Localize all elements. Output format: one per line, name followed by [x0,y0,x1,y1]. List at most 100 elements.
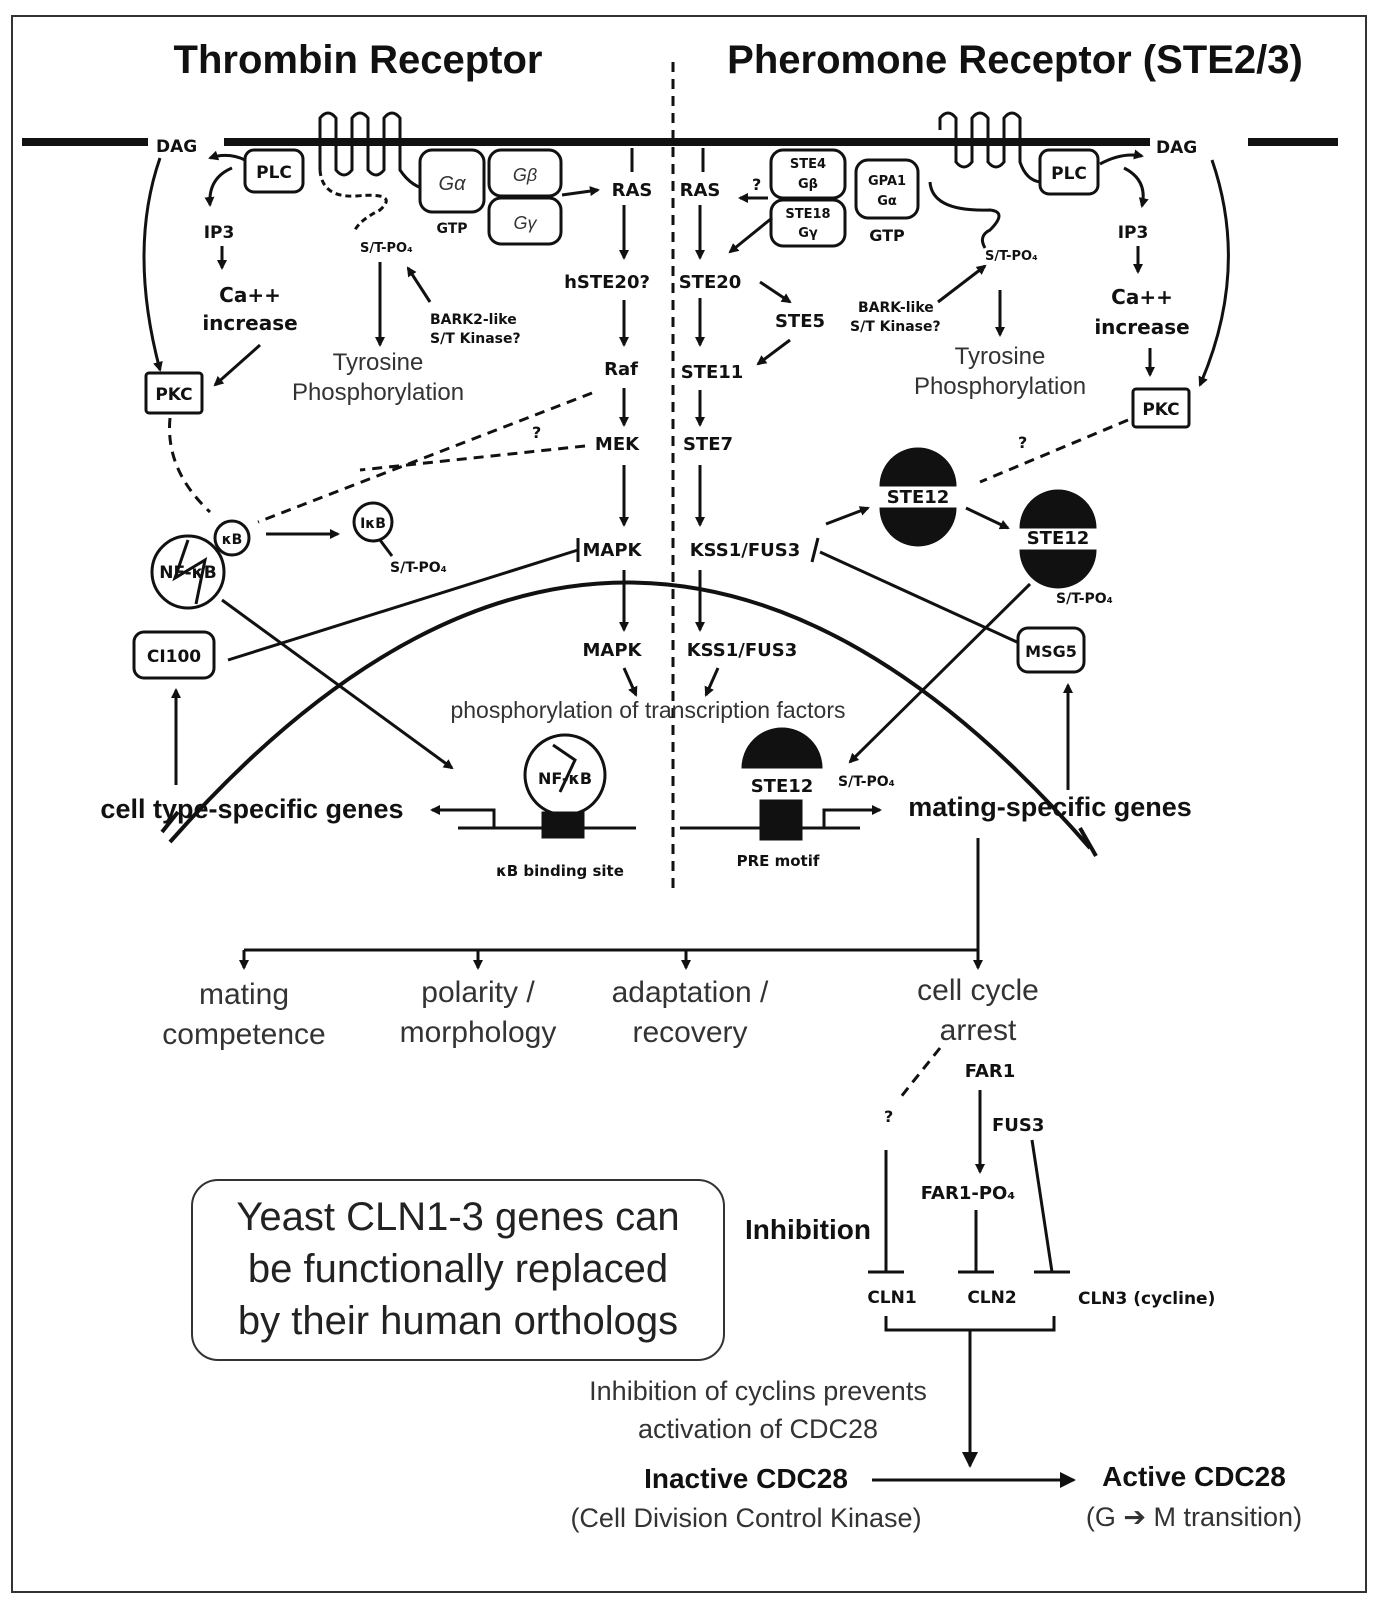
thrombin-receptor-helices [318,111,431,192]
right-msg5: MSG5 [1025,642,1077,661]
left-bark-2: S/T Kinase? [430,331,521,347]
right-stpo: S/T-PO₄ [985,249,1038,264]
left-mek: MEK [595,434,640,455]
left-ikb-free [352,501,394,543]
left-tyrosine: Tyrosine [333,349,424,376]
left-ikb-free-label: IκB [360,516,386,532]
right-gtp: GTP [869,226,905,245]
left-ci100-box [132,630,216,680]
pheromone-receptor-tail [928,181,1001,249]
right-ste12-a-label: STE12 [887,487,950,508]
left-plc: PLC [256,163,292,183]
active-cdc28-sub: (G ➔ M transition) [1086,1502,1302,1532]
right-stpo-ste12: S/T-PO₄ [1056,591,1113,607]
outcome-adaptation: adaptation / [612,976,769,1009]
left-ggamma-box [487,196,563,246]
figure-frame [11,15,1367,1593]
right-ste12-b-label: STE12 [1027,528,1090,549]
right-ip3: IP3 [1118,223,1149,243]
right-bark-1: BARK-like [858,300,934,316]
right-ste11: STE11 [681,362,744,383]
nuclear-envelope [168,580,1092,850]
active-cdc28: Active CDC28 [1102,1461,1286,1492]
right-kss-nuclear: KSS1/FUS3 [687,640,798,661]
left-gtp: GTP [436,221,467,237]
inactive-cdc28-sub: (Cell Division Control Kinase) [570,1503,921,1533]
left-plc-box [243,148,305,194]
cyclin-note-2: activation of CDC28 [638,1414,878,1444]
left-ca-increase: increase [202,311,297,335]
right-ste18: STE18 [785,207,830,222]
pheromone-receptor-helices [938,111,1041,184]
right-ste5: STE5 [775,311,825,332]
right-gpa1: GPA1 [868,174,906,189]
left-phosphorylation: Phosphorylation [292,379,464,406]
cln1: CLN1 [867,1288,916,1308]
left-ras: RAS [612,180,653,201]
right-stpo-dna: S/T-PO₄ [838,774,895,790]
left-ci100: CI100 [147,647,201,667]
right-ste20: STE20 [679,272,742,293]
right-ca-increase: increase [1094,315,1189,339]
left-ikb: κB [222,532,243,548]
fus3: FUS3 [992,1115,1044,1136]
left-pkc-box [144,371,204,415]
left-galpha-box [418,148,486,214]
left-hste20: hSTE20? [564,272,650,293]
left-stpo: S/T-PO₄ [360,241,413,256]
left-ip3: IP3 [204,223,235,243]
outcome-mating: mating [199,978,289,1011]
left-ggamma: Gγ [513,213,537,233]
outcome-morphology: morphology [400,1016,557,1049]
callout-line-1: Yeast CLN1-3 genes can [236,1195,679,1239]
left-raf: Raf [604,359,638,380]
title-pheromone: Pheromone Receptor (STE2/3) [727,38,1303,82]
right-bark-2: S/T Kinase? [850,319,941,335]
outcome-arrest: arrest [940,1014,1017,1047]
far1-po4: FAR1-PO₄ [921,1183,1016,1204]
left-binding-site: κB binding site [496,862,624,880]
left-stpo-ikb: S/T-PO₄ [390,560,447,576]
left-galpha: Gα [439,173,467,195]
right-ste18-gg: Gγ [798,226,818,241]
left-dag: DAG [156,137,197,157]
outcome-recovery: recovery [632,1016,747,1049]
left-gbeta: Gβ [513,165,537,185]
cycle-question: ? [884,1107,893,1126]
right-dag: DAG [1156,138,1197,158]
right-gpa1-box [854,158,920,220]
right-mating-genes: mating-specific genes [908,792,1192,822]
left-nfkb: NF-κB [159,563,216,583]
right-ste12-b [1019,489,1097,589]
left-gbeta-box [487,148,563,198]
left-bark-1: BARK2-like [430,312,517,328]
right-plc-box [1038,148,1100,196]
left-nfkb-complex [150,519,251,610]
right-ras: RAS [680,180,721,201]
cln3: CLN3 (cycline) [1078,1289,1215,1309]
right-plc: PLC [1051,164,1087,184]
right-pre-motif: PRE motif [737,852,820,870]
right-pkc-box [1131,387,1191,429]
outcome-competence: competence [162,1018,325,1051]
right-tyrosine: Tyrosine [955,343,1046,370]
title-thrombin: Thrombin Receptor [174,38,543,82]
left-pkc: PKC [155,385,192,405]
left-mapk-nuclear: MAPK [583,640,643,661]
left-nfkb-bound [523,733,607,839]
right-question: ? [752,175,761,194]
thrombin-receptor-tail [318,169,388,231]
right-ste18-box [769,198,847,248]
phospho-label: phosphorylation of transcription factors [450,697,845,723]
right-ste4-box [769,148,847,200]
right-msg5-box [1016,626,1086,674]
left-ca: Ca++ [219,283,281,307]
right-pkc: PKC [1142,400,1179,420]
callout-line-3: by their human orthologs [238,1299,678,1343]
outcome-polarity: polarity / [421,976,535,1009]
cyclin-note-1: Inhibition of cyclins prevents [589,1376,927,1406]
inactive-cdc28: Inactive CDC28 [644,1463,848,1494]
far1: FAR1 [965,1061,1016,1082]
right-kss: KSS1/FUS3 [690,540,801,561]
